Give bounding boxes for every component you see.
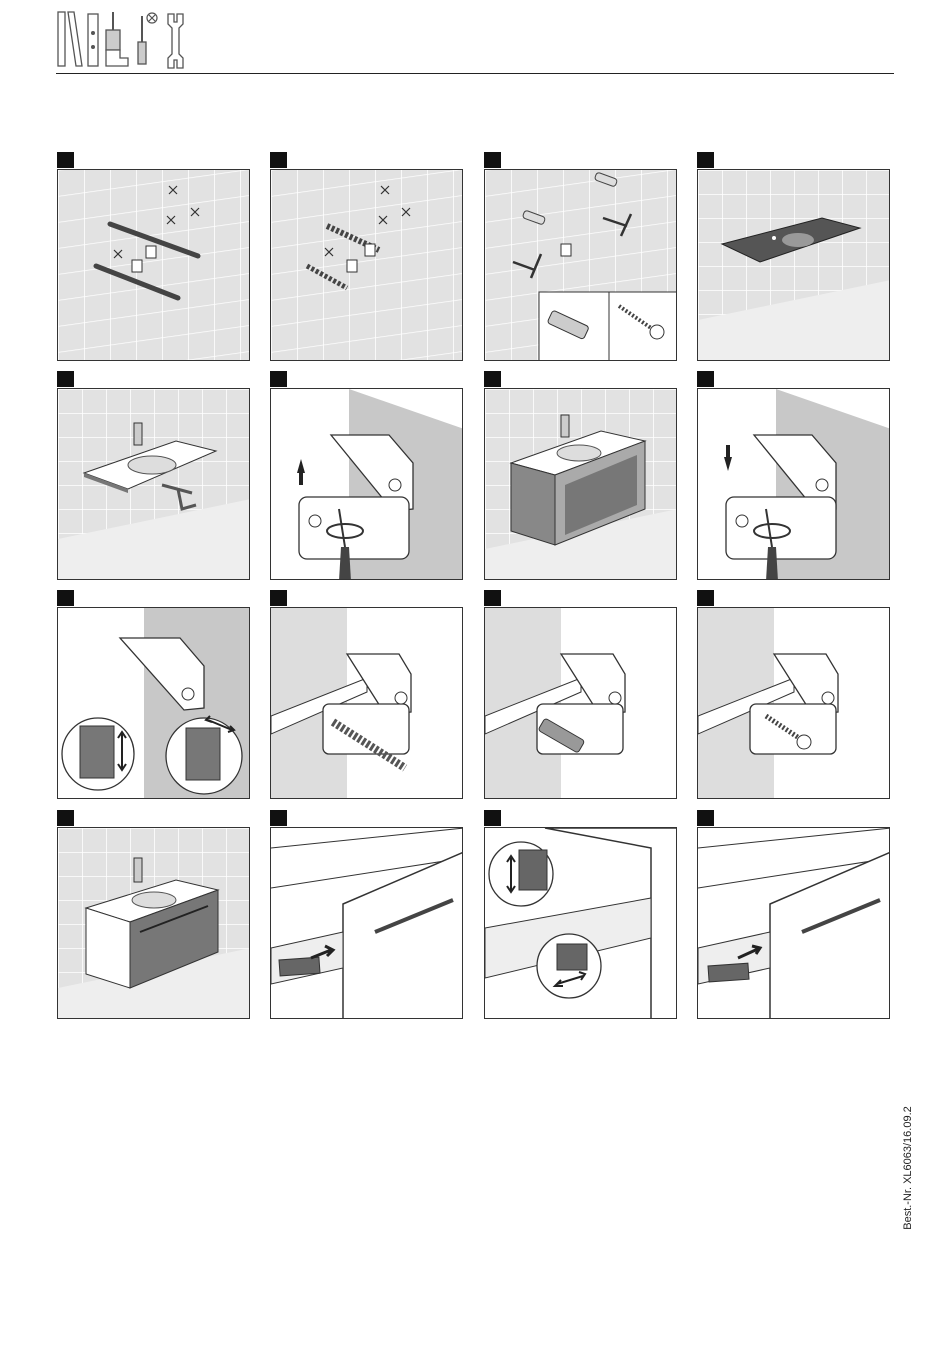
wrench-icon	[168, 14, 183, 68]
wall-marking-pencil-icon	[58, 170, 250, 361]
drawer-badge-insert-icon	[698, 828, 890, 1019]
step-illustration	[697, 827, 890, 1019]
step-illustration	[270, 169, 463, 361]
step-marker	[270, 810, 287, 826]
step-illustration	[484, 607, 677, 799]
step-illustration	[484, 827, 677, 1019]
dowel-icon	[147, 13, 157, 23]
step-marker	[697, 371, 714, 387]
glass-basin-icon	[698, 170, 890, 361]
step-illustration	[484, 388, 677, 580]
step-marker	[484, 152, 501, 168]
vanity-unit-mounted-icon	[485, 389, 677, 580]
step-illustration	[270, 827, 463, 1019]
step-illustration	[270, 607, 463, 799]
step-illustration	[270, 388, 463, 580]
bracket-height-depth-adjust-icon	[58, 608, 250, 799]
step-illustration	[697, 388, 890, 580]
screwdriver-icon	[138, 16, 146, 64]
step-illustration	[57, 388, 250, 580]
step-marker	[270, 371, 287, 387]
drill-icon	[106, 12, 128, 66]
order-number: Best.-Nr. XL6063/16.09.2	[896, 1095, 920, 1240]
rail-screw-icon	[698, 608, 890, 799]
bracket-adjust-up-icon	[271, 389, 463, 580]
tools-header-icons	[56, 8, 196, 70]
step-marker	[484, 810, 501, 826]
drawer-front-adjust-icon	[485, 828, 677, 1019]
level-tool-icon	[88, 14, 98, 66]
rail-dowel-icon	[485, 608, 677, 799]
bracket-adjust-down-icon	[698, 389, 890, 580]
step-marker	[57, 152, 74, 168]
step-marker	[57, 590, 74, 606]
step-marker	[484, 371, 501, 387]
header-rule	[56, 73, 894, 74]
step-illustration	[57, 827, 250, 1019]
spirit-level-icon	[58, 12, 82, 66]
drawer-badge-remove-icon	[271, 828, 463, 1019]
step-marker	[57, 371, 74, 387]
wall-drilling-icon	[271, 170, 463, 361]
step-illustration	[697, 169, 890, 361]
step-illustration	[57, 607, 250, 799]
step-marker	[484, 590, 501, 606]
step-marker	[697, 152, 714, 168]
step-marker	[697, 810, 714, 826]
step-marker	[57, 810, 74, 826]
step-marker	[270, 590, 287, 606]
basin-with-tap-and-siphon-icon	[58, 389, 250, 580]
step-illustration	[484, 169, 677, 361]
step-illustration	[697, 607, 890, 799]
vanity-with-drawer-icon	[58, 828, 250, 1019]
dowel-and-screw-icon	[485, 170, 677, 361]
step-marker	[270, 152, 287, 168]
step-marker	[697, 590, 714, 606]
step-illustration	[57, 169, 250, 361]
order-number-text: Best.-Nr. XL6063/16.09.2	[902, 1106, 914, 1230]
rail-drilling-icon	[271, 608, 463, 799]
